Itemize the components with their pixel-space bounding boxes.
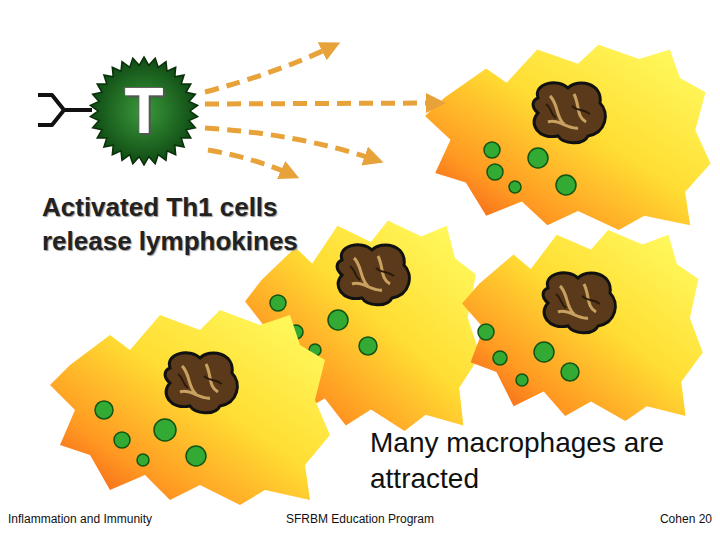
macrophage [50,310,330,505]
cell-letter: T [124,79,163,143]
footer-text: SFRBM Education Program [270,511,450,527]
footer-text: Cohen 20 [592,511,712,527]
t-cell: T [88,55,200,167]
macrophage [462,230,703,421]
receptor-symbol [38,95,92,125]
lymphokine-arrows [205,46,438,175]
caption-note: Many macrophages are attracted [370,425,670,497]
macrophage [425,45,711,230]
caption-note: Activated Th1 cells release lymphokines [42,190,342,258]
footer-text: Inflammation and Immunity [8,511,208,527]
